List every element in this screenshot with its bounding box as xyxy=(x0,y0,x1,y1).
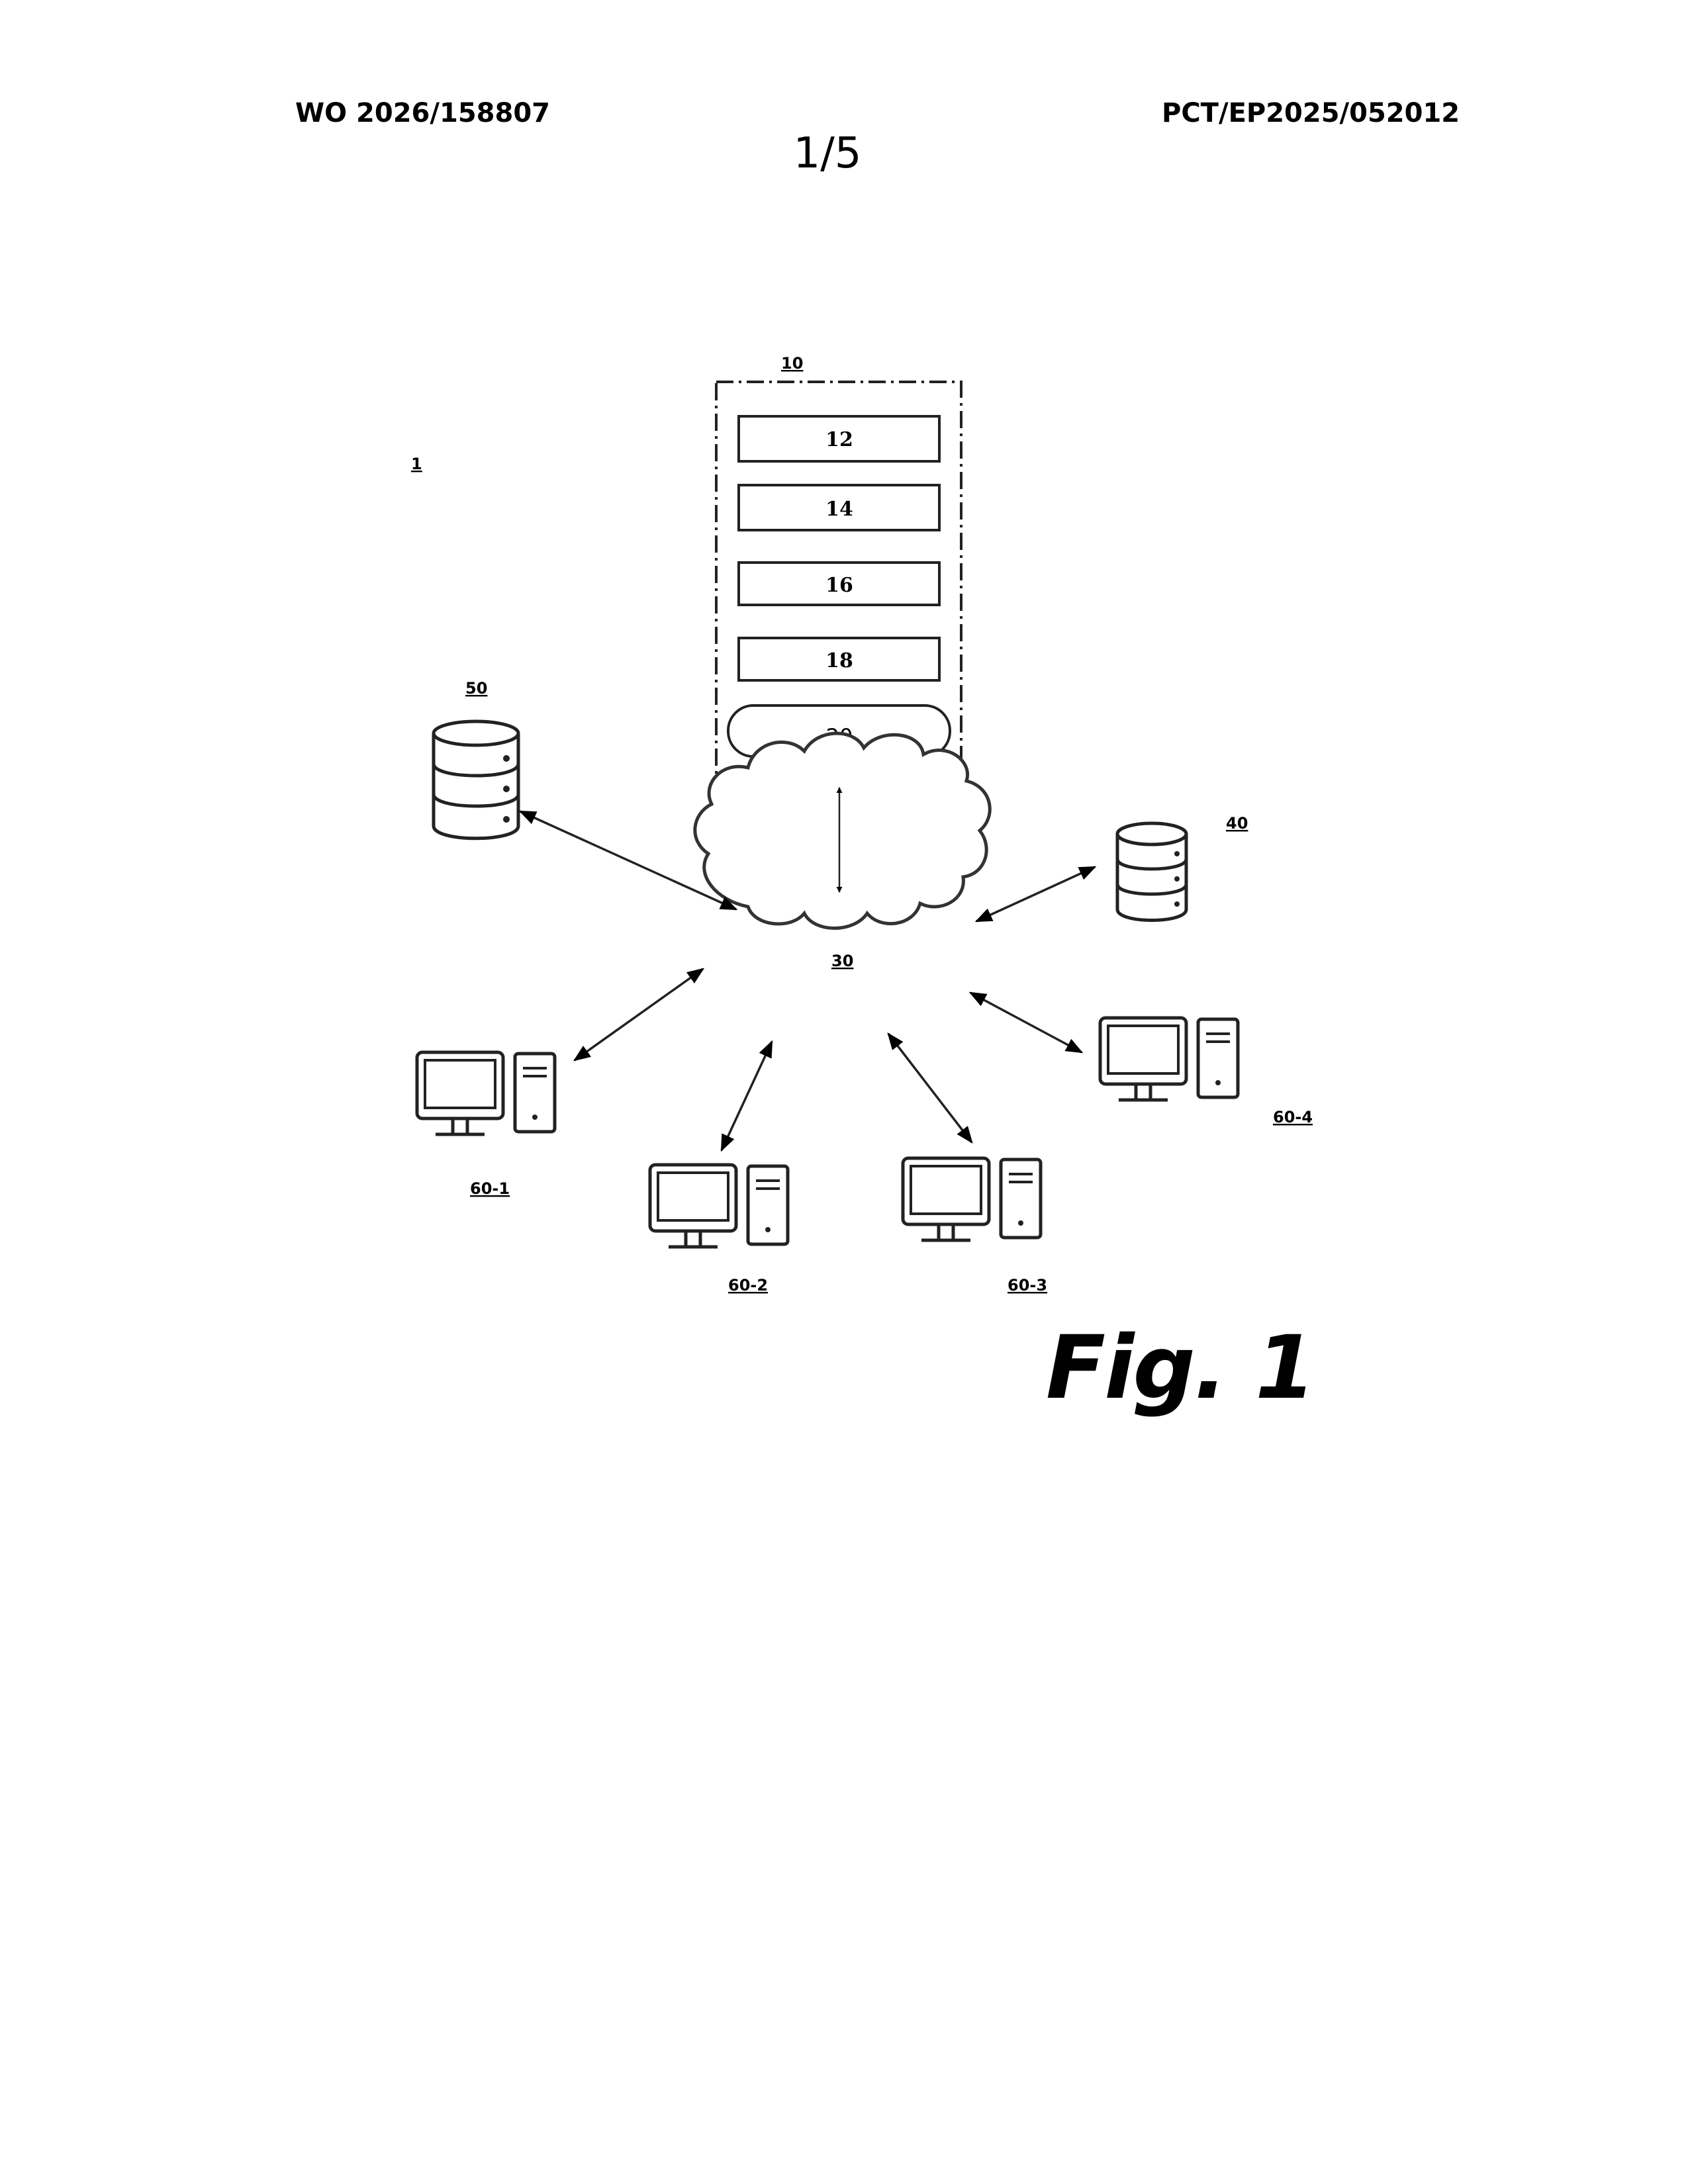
svg-text:12: 12 xyxy=(825,428,853,451)
client-60-2-label: 60-2 xyxy=(728,1276,768,1295)
database-50-icon xyxy=(434,721,518,839)
link-60-4-network xyxy=(970,993,1082,1052)
link-db40-network xyxy=(976,867,1095,921)
server-label: 10 xyxy=(781,354,803,373)
module-16: 16 xyxy=(739,563,939,605)
client-60-1-label: 60-1 xyxy=(470,1179,510,1198)
client-60-1-icon xyxy=(417,1052,555,1134)
figure-caption: Fig. 1 xyxy=(1046,1317,1315,1419)
client-60-4-icon xyxy=(1100,1018,1238,1100)
database-50-label: 50 xyxy=(465,679,487,698)
client-60-2-icon xyxy=(650,1165,788,1247)
link-60-2-network xyxy=(722,1042,772,1150)
link-60-3-network xyxy=(888,1034,972,1142)
client-60-4-label: 60-4 xyxy=(1273,1108,1313,1126)
link-60-1-network xyxy=(575,969,703,1060)
client-60-3-icon xyxy=(903,1158,1041,1240)
svg-text:14: 14 xyxy=(825,498,853,521)
network-cloud: 30 xyxy=(695,733,990,970)
database-40-icon xyxy=(1117,823,1186,921)
database-40-label: 40 xyxy=(1226,814,1248,833)
module-14: 14 xyxy=(739,485,939,530)
svg-text:16: 16 xyxy=(825,574,853,597)
module-12: 12 xyxy=(739,416,939,461)
system-label: 1 xyxy=(411,455,422,473)
network-label: 30 xyxy=(831,952,853,970)
module-18: 18 xyxy=(739,638,939,680)
client-60-3-label: 60-3 xyxy=(1008,1276,1047,1295)
svg-text:18: 18 xyxy=(825,649,853,672)
